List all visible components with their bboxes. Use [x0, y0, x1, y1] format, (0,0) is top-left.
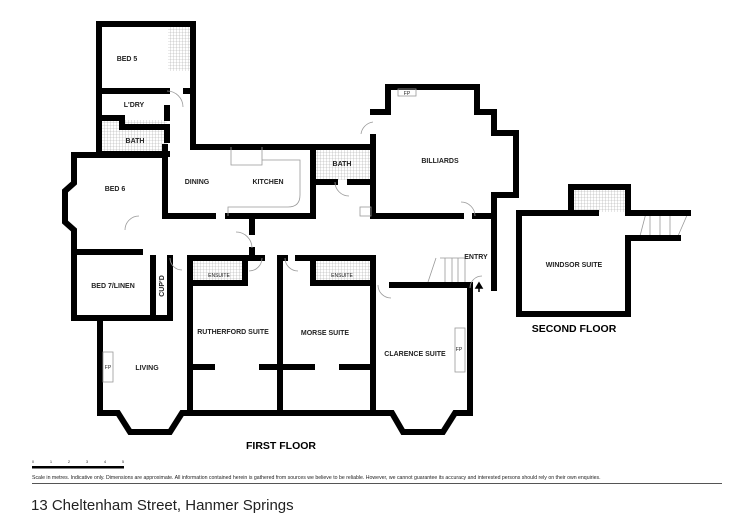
disclaimer: Scale in metres. Indicative only. Dimens…: [32, 475, 722, 484]
first-floor-title: FIRST FLOOR: [246, 440, 316, 452]
scale-bar: 0 1 2 3 4 5: [32, 459, 125, 469]
room-labels: BED 5 L'DRY BATH BED 6 DINING KITCHEN BA…: [91, 56, 602, 372]
bath2-tiles: [316, 150, 371, 180]
scale-tick: 2: [68, 459, 71, 464]
scale-tick: 1: [50, 459, 53, 464]
room-dining: DINING: [185, 179, 210, 186]
fixtures: [102, 88, 689, 383]
room-bath2: BATH: [333, 161, 352, 168]
room-bed6: BED 6: [105, 186, 126, 193]
fireplace-living: FP: [105, 365, 112, 371]
room-windsor-suite: WINDSOR SUITE: [546, 262, 603, 269]
scale-tick: 3: [86, 459, 89, 464]
room-ensuite-1: ENSUITE: [208, 273, 230, 279]
scale-tick: 5: [122, 459, 125, 464]
room-entry: ENTRY: [464, 254, 488, 261]
ensuite2-tiles: [316, 261, 371, 281]
bed5-ensuite-tiles: [168, 27, 190, 71]
scale-tick: 0: [32, 459, 35, 464]
room-bed7: BED 7/LINEN: [91, 283, 135, 290]
room-billiards: BILLIARDS: [421, 158, 459, 165]
second-floor-walls: [516, 184, 691, 317]
room-bed5: BED 5: [117, 56, 138, 63]
room-clarence-suite: CLARENCE SUITE: [384, 351, 446, 358]
room-cupboard: CUP'D: [159, 275, 166, 297]
room-living: LIVING: [135, 365, 159, 372]
room-ensuite-2: ENSUITE: [331, 273, 353, 279]
ensuite1-tiles: [193, 261, 245, 281]
fireplace-billiards: FP: [404, 91, 411, 97]
room-kitchen: KITCHEN: [252, 179, 283, 186]
second-floor-title: SECOND FLOOR: [532, 323, 617, 335]
entry-arrow-icon: [474, 281, 484, 292]
room-laundry: L'DRY: [124, 102, 145, 109]
windsor-ensuite-tiles: [571, 190, 626, 212]
property-address: 13 Cheltenham Street, Hanmer Springs: [31, 497, 294, 514]
room-morse-suite: MORSE SUITE: [301, 330, 350, 337]
first-floor-walls: [62, 21, 519, 435]
scale-tick: 4: [104, 459, 107, 464]
room-bath1: BATH: [126, 138, 145, 145]
fireplace-clarence: FP: [456, 347, 463, 353]
room-rutherford-suite: RUTHERFORD SUITE: [197, 329, 269, 336]
